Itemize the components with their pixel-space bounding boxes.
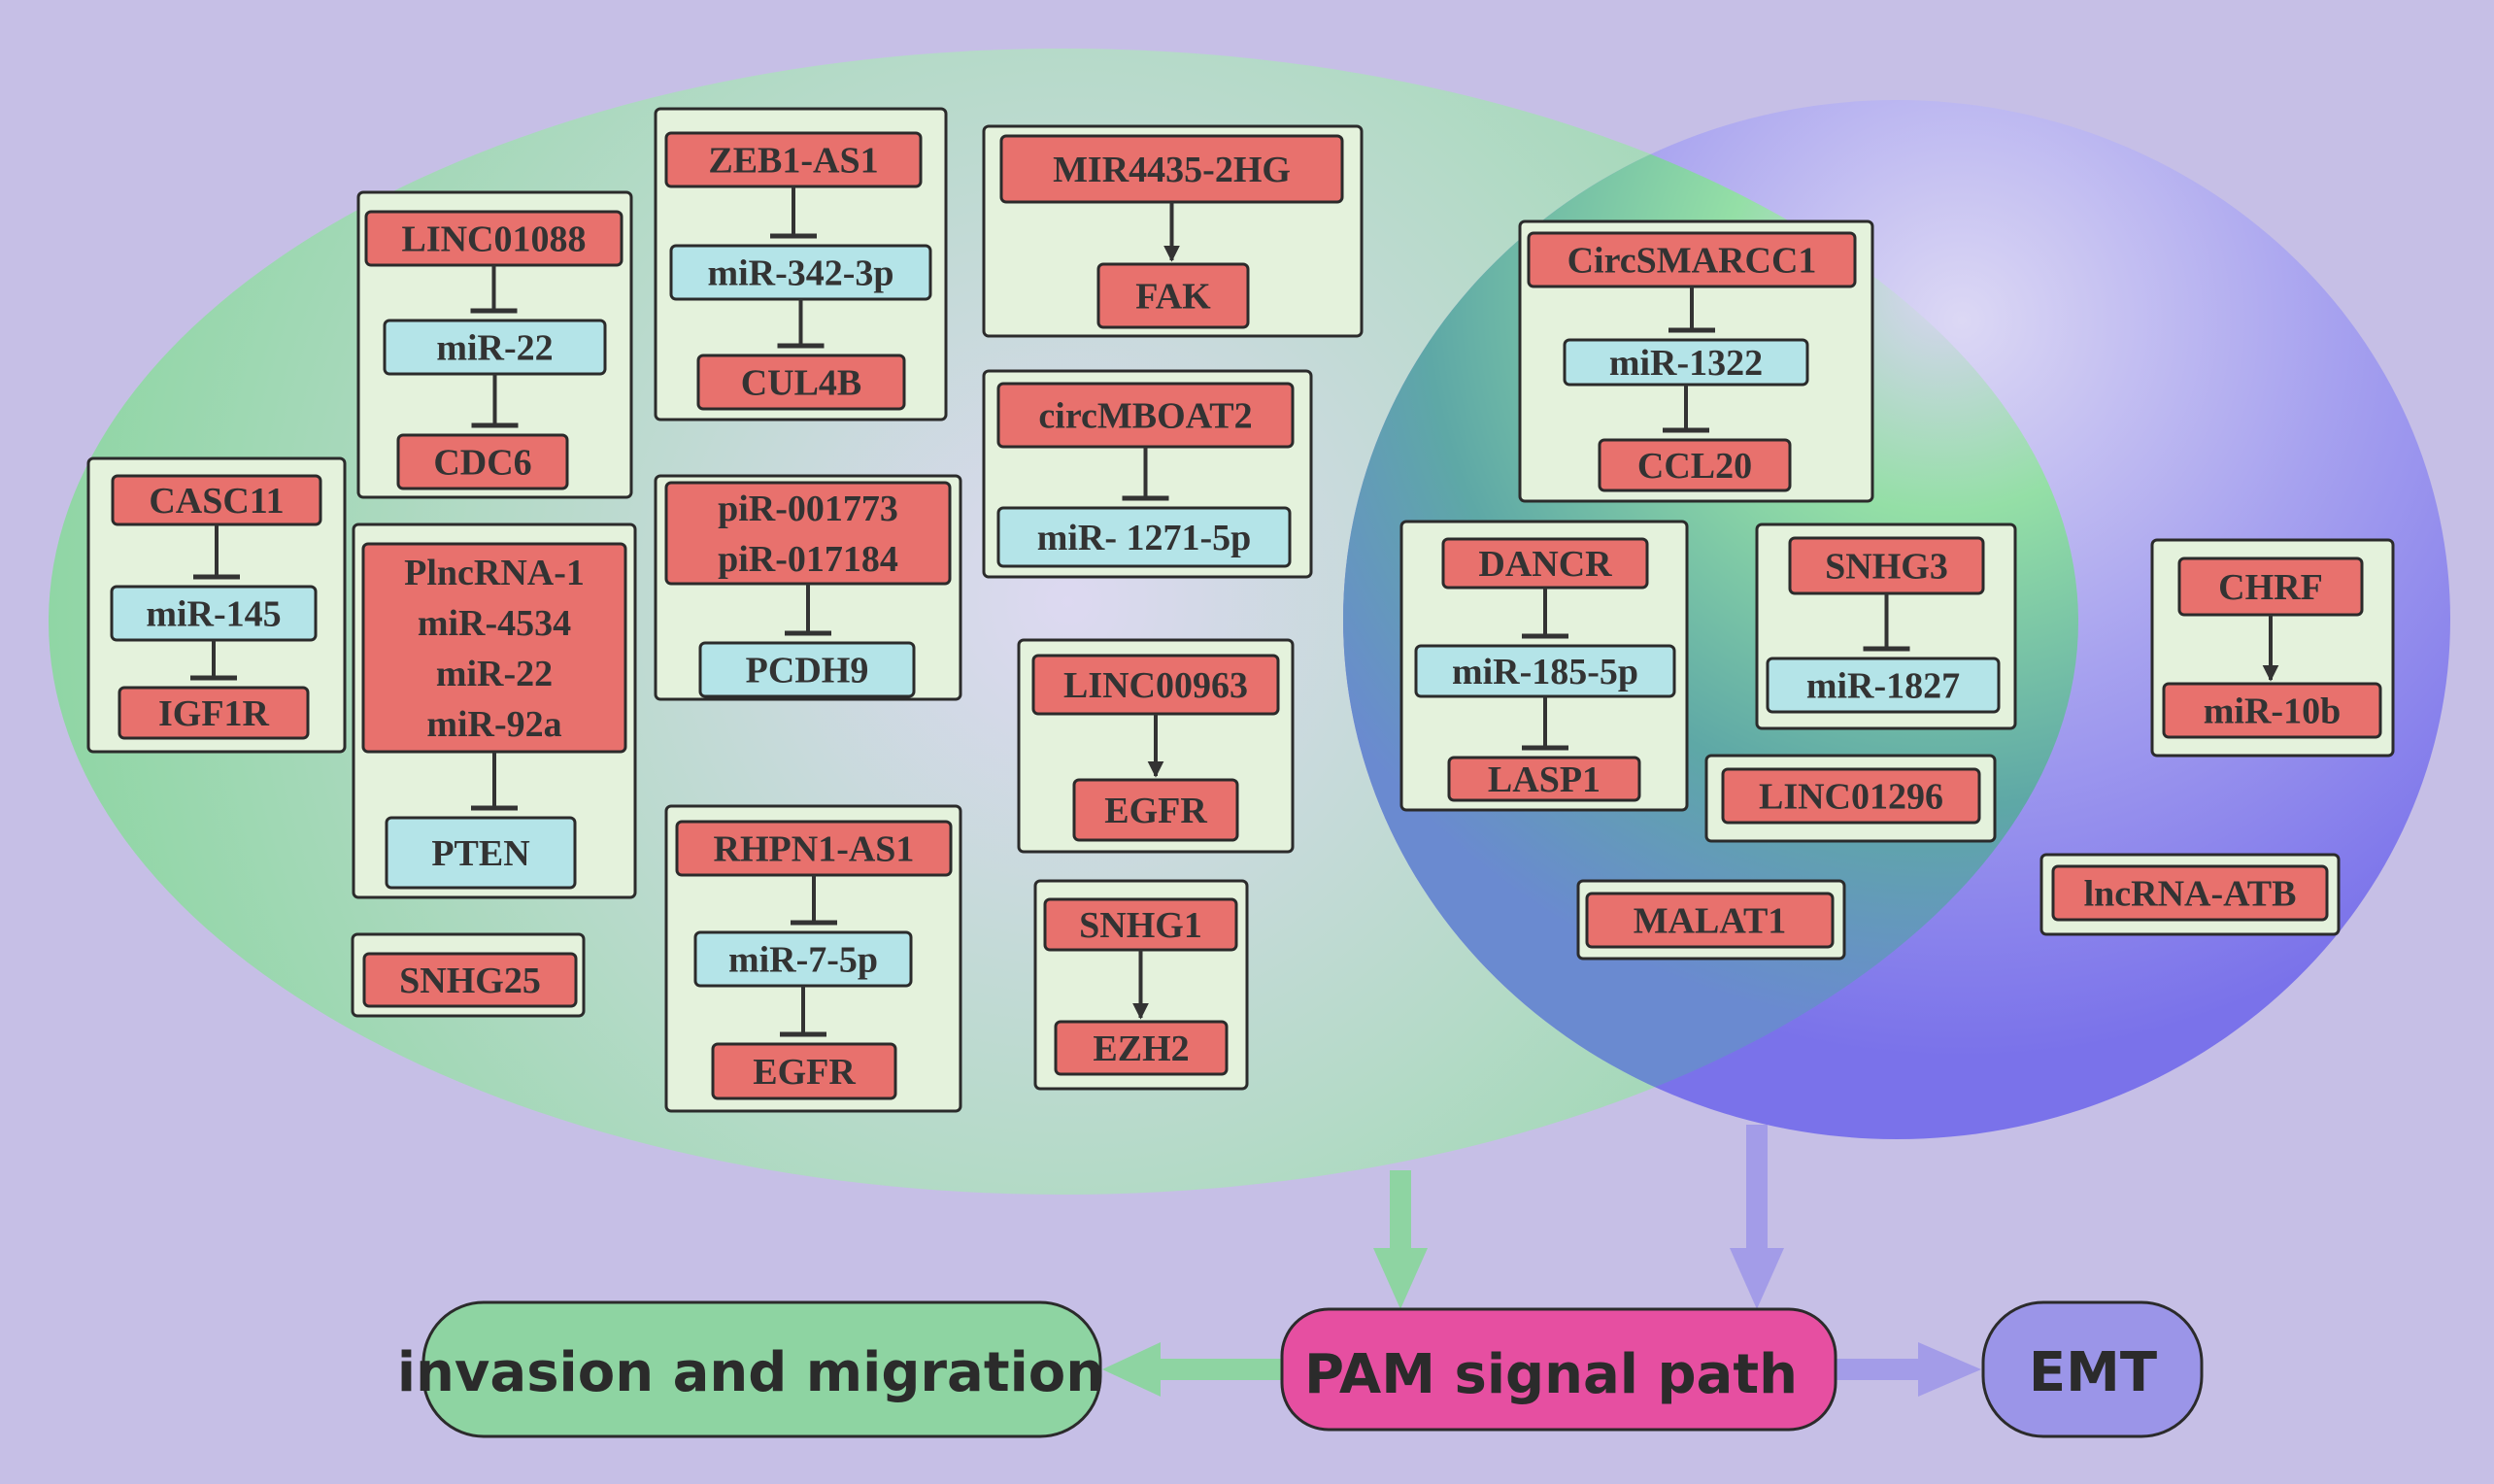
node-label: miR-145	[146, 594, 281, 635]
rna-node	[1447, 756, 1641, 802]
node-label: miR-342-3p	[707, 253, 893, 294]
node-label: CircSMARCC1	[1567, 241, 1817, 282]
outcome-pam: PAM signal path	[1280, 1307, 1837, 1432]
rna-node	[118, 686, 310, 740]
arrow-head-green	[1373, 1248, 1428, 1309]
node-label: RHPN1-AS1	[714, 829, 915, 870]
rna-node	[2162, 682, 2382, 739]
rna-node	[1072, 778, 1239, 842]
node-label: LASP1	[1488, 759, 1601, 800]
mirna-node	[1766, 657, 2001, 714]
node-label: miR-22	[436, 654, 553, 694]
node-label: IGF1R	[158, 693, 270, 734]
rna-node	[711, 1042, 897, 1100]
rna-node	[1585, 892, 1835, 949]
node-label: PlncRNA-1	[404, 553, 585, 593]
outcome-invasion: invasion and migration	[397, 1300, 1104, 1438]
node-label: SNHG3	[1825, 547, 1948, 588]
node-label: ZEB1-AS1	[708, 141, 878, 182]
node-label: LINC01088	[401, 219, 586, 260]
rna-node	[1598, 438, 1792, 492]
node-label: miR-4534	[418, 603, 571, 644]
node-label: piR-001773	[718, 489, 898, 529]
arrow-shaft-purple	[1746, 1125, 1768, 1253]
node-label: miR-185-5p	[1452, 652, 1638, 692]
rna-node	[1721, 767, 1981, 825]
node-label: CHRF	[2218, 567, 2323, 608]
node-label: SNHG25	[399, 961, 541, 1001]
node-label: miR-10b	[2204, 691, 2341, 732]
node-label: piR-017184	[718, 539, 898, 580]
node-label: PTEN	[431, 833, 529, 874]
node-label: miR-1322	[1609, 343, 1763, 384]
node-label: MALAT1	[1634, 901, 1787, 942]
node-label: EZH2	[1093, 1029, 1189, 1069]
node-label: CUL4B	[741, 363, 862, 404]
group-linc01296: LINC01296	[1704, 754, 1997, 843]
node-label: miR-7-5p	[728, 940, 878, 981]
arrow-shaft-to-emt	[1836, 1359, 1923, 1380]
mirna-node	[698, 641, 916, 698]
arrow-head-to-invasion	[1102, 1342, 1161, 1397]
node-label: PCDH9	[746, 651, 869, 691]
rna-node	[362, 952, 578, 1008]
node-label: EGFR	[1104, 791, 1207, 831]
arrow-head-purple	[1730, 1248, 1784, 1309]
node-label: CCL20	[1637, 446, 1752, 487]
node-label: miR-92a	[426, 704, 561, 745]
rna-node	[2051, 864, 2329, 922]
node-label: lncRNA-ATB	[2084, 874, 2297, 915]
node-label: CASC11	[149, 481, 284, 522]
rna-node	[396, 433, 569, 490]
group-snhg25: SNHG25	[351, 932, 586, 1018]
node-label: FAK	[1135, 277, 1211, 318]
rna-node	[696, 354, 906, 411]
group-malat1: MALAT1	[1576, 879, 1846, 961]
outcome-pam-label: PAM signal path	[1304, 1343, 1798, 1406]
group-mir4435: MIR4435-2HG FAK	[982, 124, 1364, 338]
outcome-invasion-label: invasion and migration	[397, 1341, 1104, 1404]
node-label: miR-1827	[1806, 666, 1960, 707]
group-lncrnaatb: lncRNA-ATB	[2039, 853, 2341, 936]
node-label: EGFR	[753, 1052, 856, 1093]
outcome-emt-label: EMT	[2029, 1341, 2157, 1404]
mirna-node	[996, 506, 1292, 568]
node-label: miR- 1271-5p	[1037, 518, 1252, 558]
node-label: circMBOAT2	[1038, 396, 1252, 437]
arrow-head-to-emt	[1918, 1342, 1981, 1397]
outcome-emt: EMT	[1981, 1300, 2204, 1438]
rna-node	[1054, 1020, 1229, 1076]
node-label: DANCR	[1478, 544, 1612, 585]
node-label: MIR4435-2HG	[1053, 150, 1291, 190]
outcome-arrows	[1102, 1125, 1981, 1397]
arrow-shaft-to-invasion	[1156, 1359, 1282, 1380]
rna-node	[1096, 262, 1250, 329]
node-label: CDC6	[433, 443, 531, 484]
group-circmboat2: circMBOAT2 miR- 1271-5p	[982, 369, 1313, 579]
group-snhg3: SNHG3 miR-1827	[1755, 523, 2017, 730]
node-label: LINC00963	[1063, 665, 1248, 706]
node-label: LINC01296	[1759, 777, 1943, 818]
group-chrf: CHRF miR-10b	[2150, 538, 2395, 758]
regulation-groups: LINC01088miR-22CDC6ZEB1-AS1miR-342-3pCUL…	[86, 107, 2395, 1113]
node-label: SNHG1	[1079, 905, 1202, 946]
node-label: miR-22	[436, 328, 553, 369]
mirna-node	[385, 816, 577, 890]
arrow-shaft-green	[1390, 1170, 1411, 1253]
